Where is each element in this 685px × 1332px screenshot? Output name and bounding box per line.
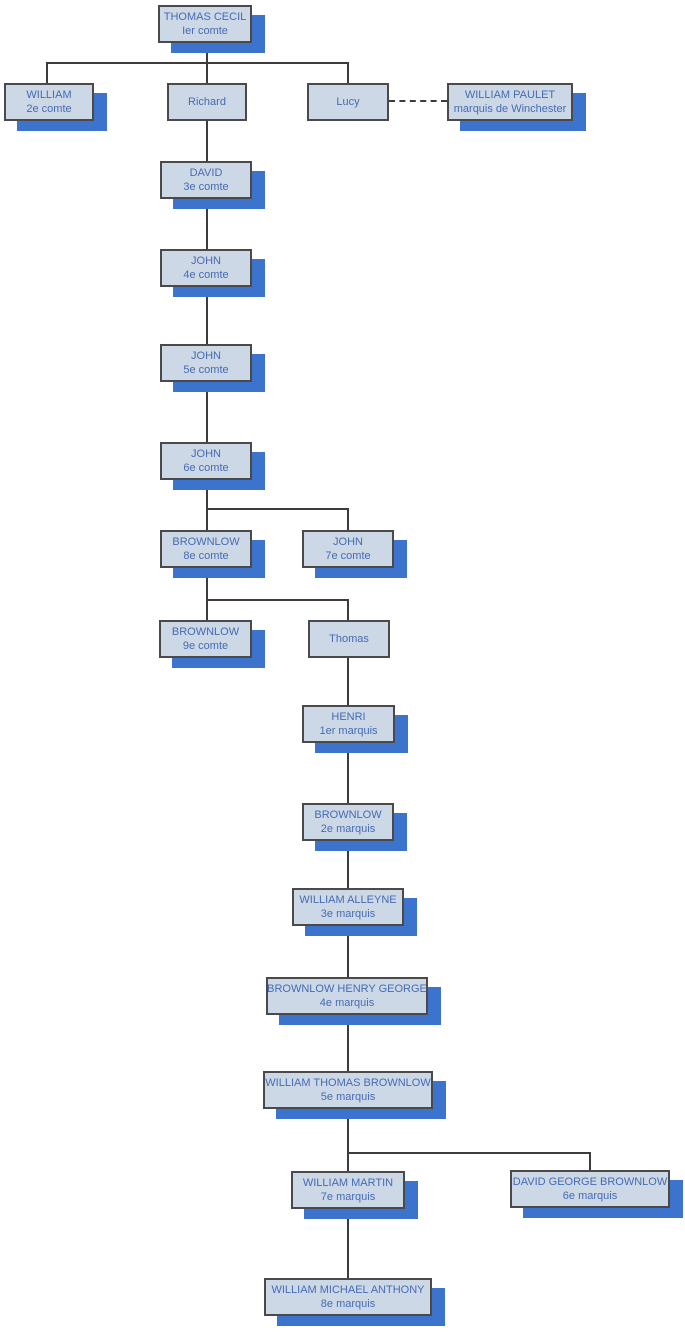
node-title: 2e marquis <box>320 823 376 835</box>
node-name: BROWNLOW <box>171 626 240 638</box>
node-name: THOMAS CECIL <box>163 11 247 23</box>
node-title: 3e comte <box>183 181 229 193</box>
node-name: WILLIAM PAULET <box>464 89 556 101</box>
node-name: WILLIAM ALLEYNE <box>299 894 397 906</box>
connector-vertical <box>347 1109 349 1171</box>
node-richard: Richard <box>167 83 247 121</box>
connector-vertical <box>206 382 208 442</box>
node-william-thomas-brownlow-5e: WILLIAM THOMAS BROWNLOW 5e marquis <box>263 1071 433 1109</box>
node-name: WILLIAM <box>26 89 72 101</box>
node-title: 9e comte <box>182 640 229 652</box>
node-name: BROWNLOW <box>172 536 240 548</box>
node-title: 6e comte <box>183 462 229 474</box>
connector-vertical <box>206 62 208 83</box>
node-thomas: Thomas <box>308 620 390 658</box>
node-david-3e: DAVID 3e comte <box>160 161 252 199</box>
connector-vertical <box>46 62 48 83</box>
node-lucy: Lucy <box>307 83 389 121</box>
node-john-4e: JOHN 4e comte <box>160 249 252 287</box>
node-name: BROWNLOW <box>314 809 382 821</box>
node-william-martin-7e: WILLIAM MARTIN 7e marquis <box>291 1171 405 1209</box>
node-title: 8e comte <box>183 550 229 562</box>
connector-vertical <box>347 62 349 83</box>
connector-vertical <box>589 1152 591 1170</box>
connector-horizontal <box>206 599 349 601</box>
node-name: HENRI <box>331 711 366 723</box>
connector-vertical <box>206 568 208 620</box>
node-name: WILLIAM THOMAS BROWNLOW <box>265 1077 431 1089</box>
node-name: Lucy <box>336 96 360 108</box>
connector-horizontal <box>206 508 349 510</box>
node-thomas-cecil: THOMAS CECIL Ier comte <box>158 5 252 43</box>
node-name: Richard <box>188 96 226 108</box>
connector-vertical <box>347 841 349 888</box>
node-name: JOHN <box>333 536 363 548</box>
node-title: 3e marquis <box>320 908 376 920</box>
connector-vertical <box>206 43 208 63</box>
node-name: BROWNLOW HENRY GEORGE <box>267 983 427 995</box>
node-title: 8e marquis <box>320 1298 376 1310</box>
connector-vertical <box>347 743 349 803</box>
node-name: DAVID GEORGE BROWNLOW <box>512 1176 668 1188</box>
node-brownlow-henry-george-4e: BROWNLOW HENRY GEORGE 4e marquis <box>266 977 428 1015</box>
node-title: 2e comte <box>26 103 72 115</box>
connector-vertical <box>347 508 349 530</box>
node-william-2e: WILLIAM 2e comte <box>4 83 94 121</box>
node-john-6e: JOHN 6e comte <box>160 442 252 480</box>
node-name: JOHN <box>191 448 221 460</box>
connector-vertical <box>206 199 208 249</box>
node-john-7e: JOHN 7e comte <box>302 530 394 568</box>
connector-vertical <box>206 480 208 530</box>
node-title: 5e comte <box>183 364 229 376</box>
marriage-dashed-line <box>389 100 447 102</box>
node-title: 5e marquis <box>320 1091 376 1103</box>
node-title: 1er marquis <box>319 725 378 737</box>
node-william-paulet: WILLIAM PAULET marquis de Winchester <box>447 83 573 121</box>
node-title: Ier comte <box>182 25 228 37</box>
node-title: 6e marquis <box>562 1190 618 1202</box>
node-name: JOHN <box>191 350 221 362</box>
node-brownlow-2e: BROWNLOW 2e marquis <box>302 803 394 841</box>
node-name: JOHN <box>191 255 221 267</box>
node-brownlow-9e: BROWNLOW 9e comte <box>159 620 252 658</box>
node-title: 4e marquis <box>319 997 375 1009</box>
node-brownlow-8e: BROWNLOW 8e comte <box>160 530 252 568</box>
connector-horizontal <box>46 62 349 64</box>
connector-vertical <box>347 599 349 620</box>
node-name: DAVID <box>189 167 223 179</box>
node-title: marquis de Winchester <box>453 103 567 115</box>
connector-vertical <box>206 121 208 161</box>
connector-vertical <box>347 658 349 705</box>
node-title: 4e comte <box>183 269 229 281</box>
connector-vertical <box>347 926 349 977</box>
node-henri-1er: HENRI 1er marquis <box>302 705 395 743</box>
node-david-george-brownlow-6e: DAVID GEORGE BROWNLOW 6e marquis <box>510 1170 670 1208</box>
connector-vertical <box>347 1209 349 1278</box>
node-name: WILLIAM MICHAEL ANTHONY <box>271 1284 425 1296</box>
node-title: 7e marquis <box>320 1191 376 1203</box>
node-title: 7e comte <box>325 550 371 562</box>
node-william-alleyne-3e: WILLIAM ALLEYNE 3e marquis <box>292 888 404 926</box>
connector-vertical <box>347 1015 349 1071</box>
connector-vertical <box>206 287 208 344</box>
node-name: WILLIAM MARTIN <box>302 1177 394 1189</box>
node-john-5e: JOHN 5e comte <box>160 344 252 382</box>
node-name: Thomas <box>329 633 369 645</box>
node-william-michael-anthony-8e: WILLIAM MICHAEL ANTHONY 8e marquis <box>264 1278 432 1316</box>
connector-horizontal <box>347 1152 591 1154</box>
